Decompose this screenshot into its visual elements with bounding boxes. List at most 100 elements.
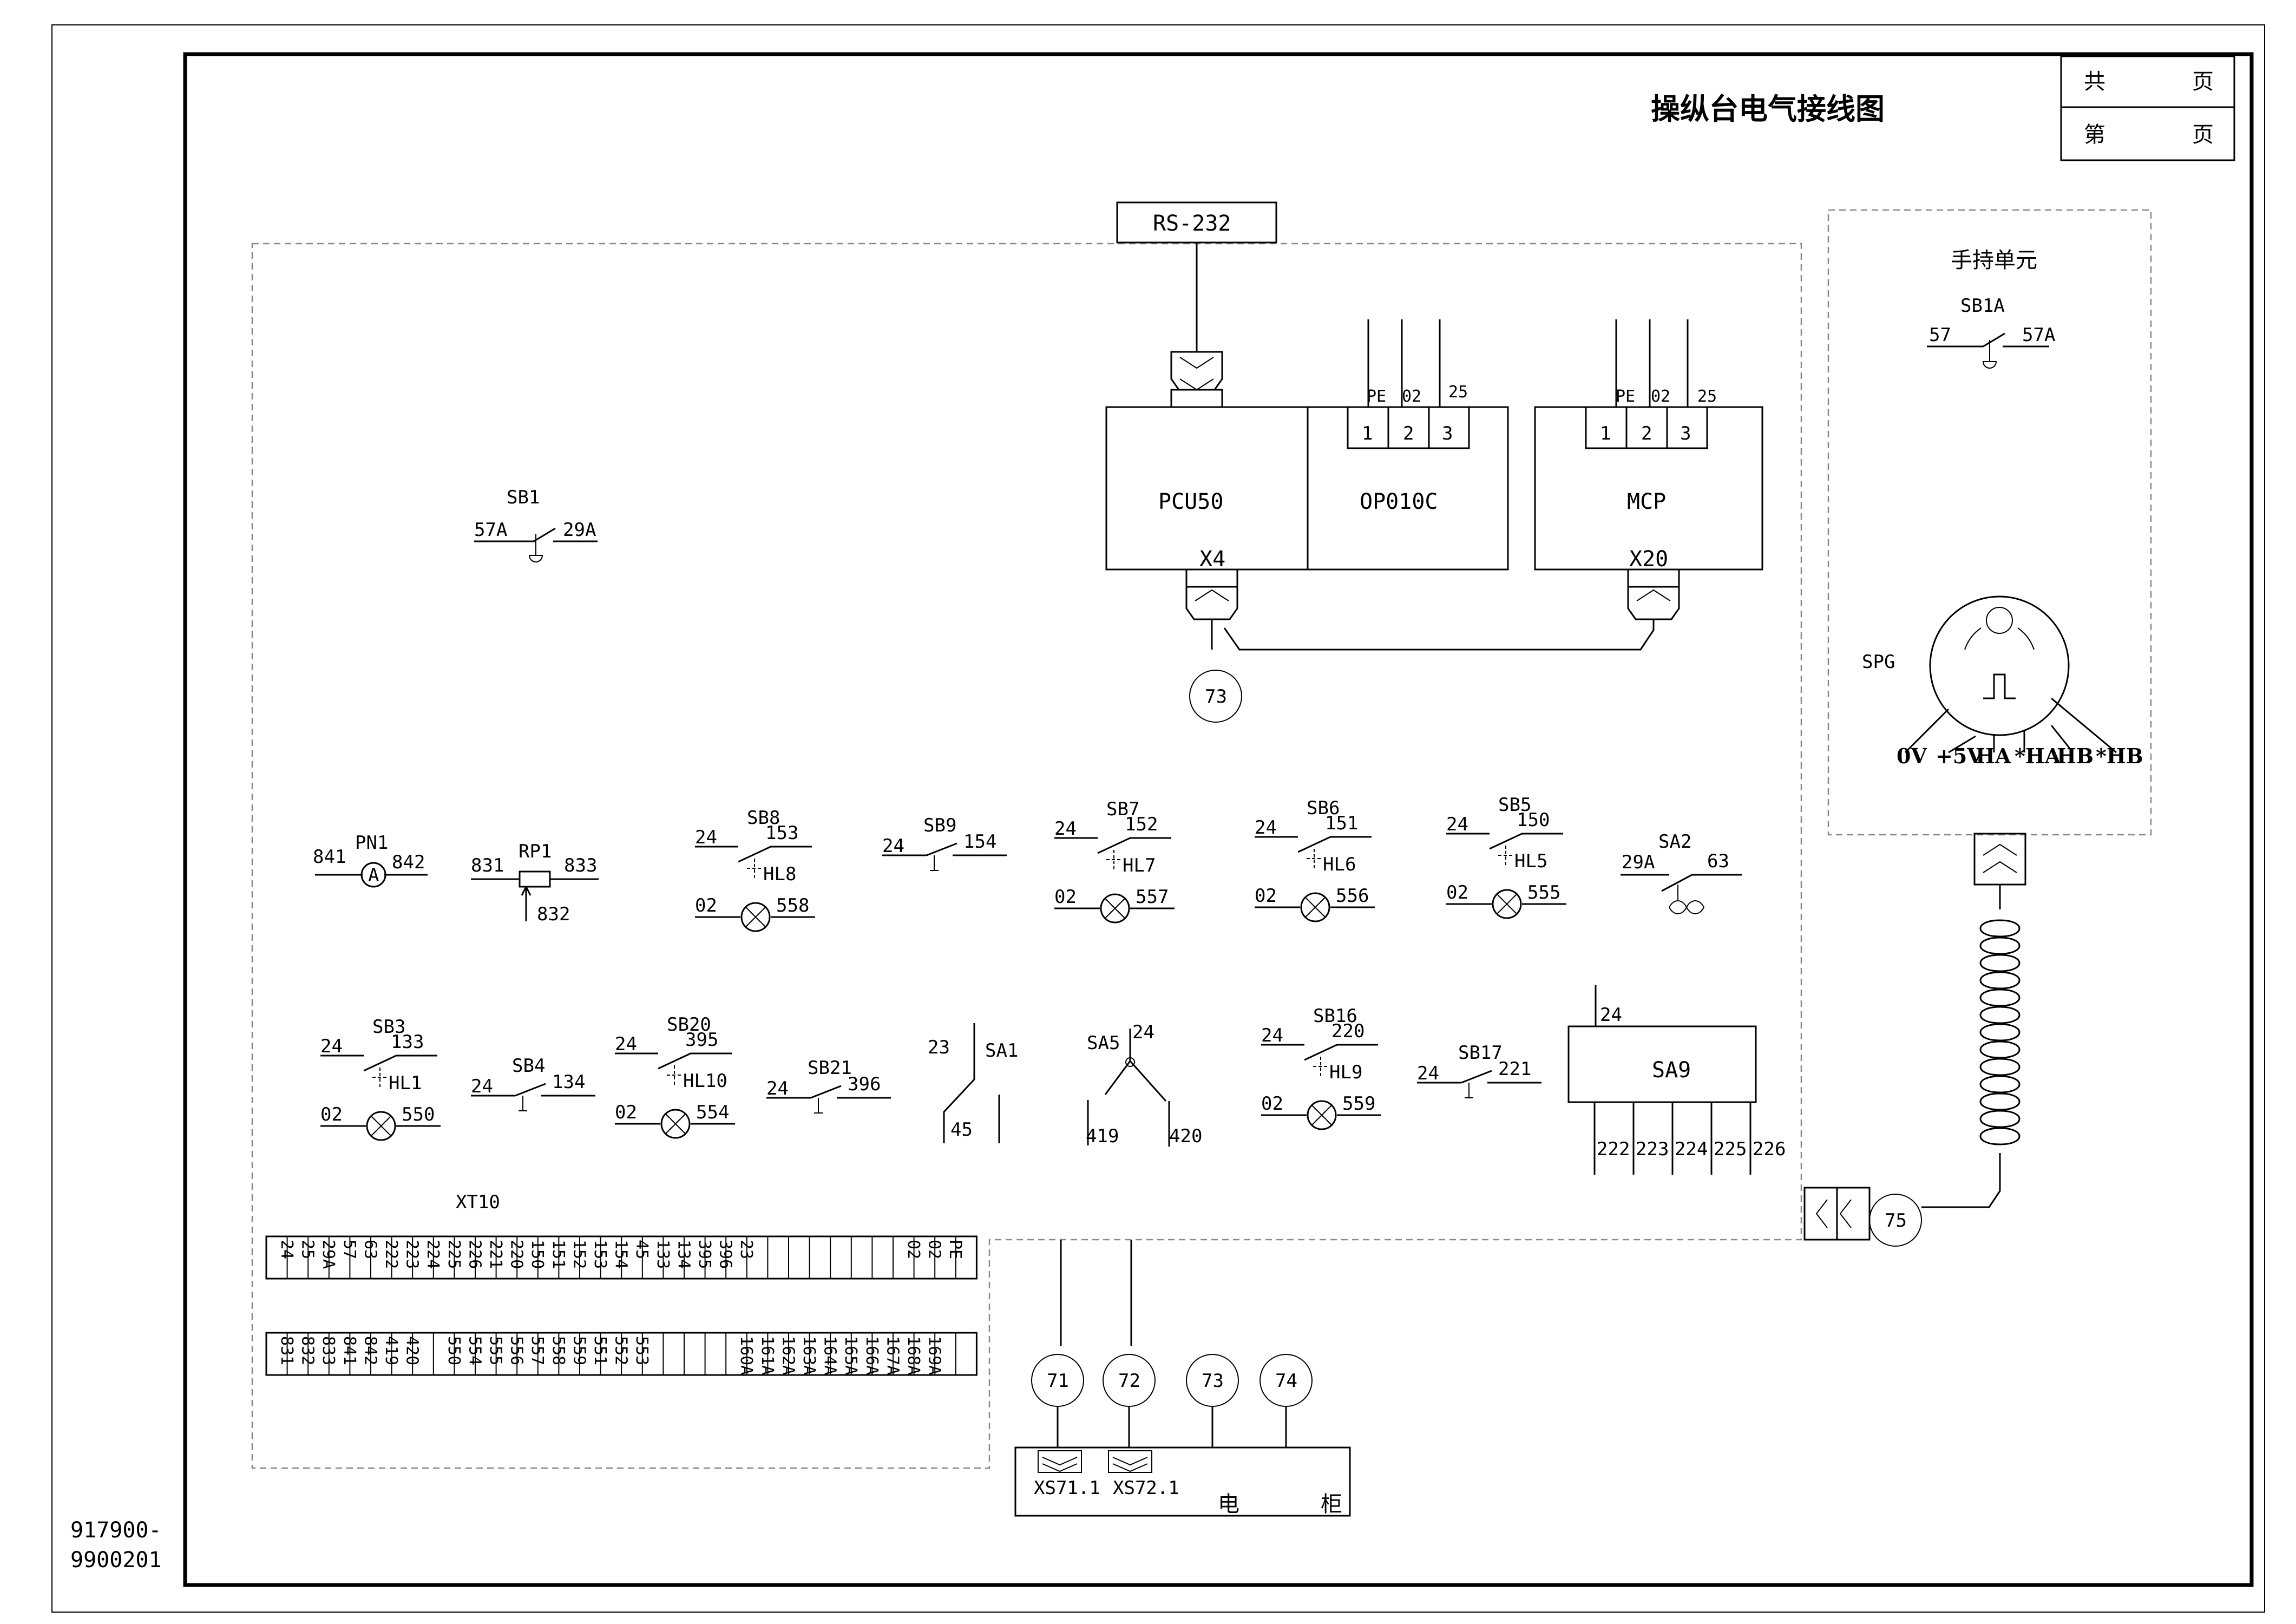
svg-text:24: 24 bbox=[1600, 1004, 1622, 1026]
svg-text:02: 02 bbox=[1261, 1093, 1283, 1115]
xt10-terminal: 553 bbox=[632, 1336, 651, 1365]
svg-text:02: 02 bbox=[615, 1102, 637, 1123]
svg-text:2: 2 bbox=[1403, 423, 1414, 444]
svg-text:25: 25 bbox=[1448, 383, 1468, 402]
xt10-terminal: 152 bbox=[569, 1240, 588, 1269]
xt10-terminal: 558 bbox=[549, 1336, 568, 1365]
svg-text:24: 24 bbox=[766, 1078, 789, 1099]
svg-text:221: 221 bbox=[1498, 1058, 1531, 1080]
title-block: 共 页 第 页 bbox=[2060, 55, 2235, 161]
sb1-switch: SB1 57A 29A bbox=[474, 487, 598, 562]
svg-text:PE: PE bbox=[1616, 387, 1635, 406]
svg-text:72: 72 bbox=[1118, 1370, 1140, 1392]
pcu50-label: PCU50 bbox=[1158, 489, 1223, 514]
svg-text:02: 02 bbox=[320, 1104, 343, 1125]
spg-label: SPG bbox=[1862, 651, 1895, 673]
sa9-output-label: 225 bbox=[1714, 1138, 1747, 1160]
svg-text:02: 02 bbox=[1402, 387, 1421, 406]
xt10-terminal: 166A bbox=[862, 1336, 881, 1375]
xt10-terminal: 554 bbox=[465, 1336, 484, 1365]
sb16-label: SB16 bbox=[1313, 1005, 1357, 1027]
svg-text:841: 841 bbox=[313, 846, 346, 868]
svg-text:57: 57 bbox=[1929, 324, 1951, 346]
svg-text:45: 45 bbox=[950, 1119, 973, 1141]
xt10-terminal: 557 bbox=[528, 1336, 547, 1365]
title-block-total: 共 bbox=[2084, 69, 2105, 94]
svg-text:24: 24 bbox=[882, 835, 904, 857]
xt10-terminal: 842 bbox=[360, 1336, 379, 1365]
svg-text:151: 151 bbox=[1325, 813, 1358, 834]
x20-connector bbox=[1223, 568, 1680, 651]
xt10-terminal: 223 bbox=[403, 1240, 422, 1269]
handheld-title: 手持单元 bbox=[1951, 248, 2037, 273]
svg-text:24: 24 bbox=[615, 1033, 637, 1055]
sb7-lamp-label: HL7 bbox=[1123, 855, 1156, 876]
xt10-terminal: 25 bbox=[298, 1240, 317, 1259]
svg-text:153: 153 bbox=[765, 822, 798, 844]
svg-text:3: 3 bbox=[1680, 423, 1691, 444]
svg-text:*HB: *HB bbox=[2096, 744, 2143, 768]
svg-text:395: 395 bbox=[685, 1029, 718, 1051]
mcp-label: MCP bbox=[1627, 489, 1666, 514]
x4-label: X4 bbox=[1199, 547, 1225, 572]
svg-text:74: 74 bbox=[1275, 1370, 1297, 1392]
sa5-switch: SA5 24 419 420 bbox=[1086, 1021, 1202, 1147]
svg-text:PE: PE bbox=[1367, 387, 1386, 406]
xt10-terminal: 29A bbox=[319, 1240, 338, 1269]
svg-text:24: 24 bbox=[1255, 817, 1277, 839]
svg-text:XS71.1: XS71.1 bbox=[1034, 1477, 1100, 1499]
xt10-terminal: 420 bbox=[403, 1336, 422, 1365]
rp1-potentiometer: RP1 831 833 832 bbox=[471, 841, 599, 925]
svg-text:556: 556 bbox=[1336, 885, 1369, 907]
xt10-terminal: 165A bbox=[841, 1336, 860, 1375]
svg-text:A: A bbox=[368, 865, 379, 886]
inner-frame bbox=[183, 52, 2254, 1587]
title-block-sheet: 第 bbox=[2084, 122, 2105, 147]
svg-text:02: 02 bbox=[1651, 387, 1670, 406]
svg-text:2: 2 bbox=[1641, 423, 1652, 444]
sb6-label: SB6 bbox=[1307, 797, 1340, 819]
xt10-terminal: 395 bbox=[695, 1240, 714, 1269]
x20-label: X20 bbox=[1629, 547, 1668, 572]
sa2-switch: SA2 29A 63 bbox=[1621, 831, 1742, 914]
xt10-terminal: 168A bbox=[904, 1336, 923, 1375]
console-boundary bbox=[251, 243, 1802, 1469]
op010c-label: OP010C bbox=[1360, 489, 1438, 514]
svg-text:02: 02 bbox=[1255, 885, 1277, 907]
op010c-terminal: PE 02 25 1 2 3 bbox=[1347, 319, 1470, 449]
sb6-lamp-label: HL6 bbox=[1323, 854, 1356, 875]
rs232-label: RS-232 bbox=[1153, 211, 1231, 236]
sb5-label: SB5 bbox=[1498, 794, 1531, 816]
xt10-terminal: 162A bbox=[778, 1336, 797, 1375]
xt10-terminal: PE bbox=[946, 1240, 965, 1259]
xt10-terminal: 02 bbox=[925, 1240, 944, 1259]
xt10-terminal: 167A bbox=[883, 1336, 902, 1375]
sa9-output-label: 224 bbox=[1675, 1138, 1708, 1160]
pn1-meter: PN1 841 842 A bbox=[313, 832, 428, 888]
svg-text:71: 71 bbox=[1047, 1370, 1069, 1392]
xt10-terminal: 832 bbox=[298, 1336, 317, 1365]
sb1a-label: SB1A bbox=[1960, 295, 2005, 317]
svg-text:25: 25 bbox=[1697, 387, 1717, 406]
svg-text:SA1: SA1 bbox=[985, 1040, 1018, 1062]
sb21-label: SB21 bbox=[808, 1057, 852, 1079]
svg-text:SA9: SA9 bbox=[1652, 1058, 1691, 1083]
title-block-page-2: 页 bbox=[2192, 122, 2214, 147]
sb20-lamp-label: HL10 bbox=[683, 1070, 727, 1092]
xt10-terminal: 396 bbox=[716, 1240, 735, 1269]
xt10-terminal: 45 bbox=[632, 1240, 651, 1259]
svg-text:57A: 57A bbox=[2022, 324, 2055, 346]
x4-connector bbox=[1185, 568, 1238, 650]
xt10-label: XT10 bbox=[456, 1191, 500, 1213]
svg-text:24: 24 bbox=[1261, 1025, 1283, 1046]
